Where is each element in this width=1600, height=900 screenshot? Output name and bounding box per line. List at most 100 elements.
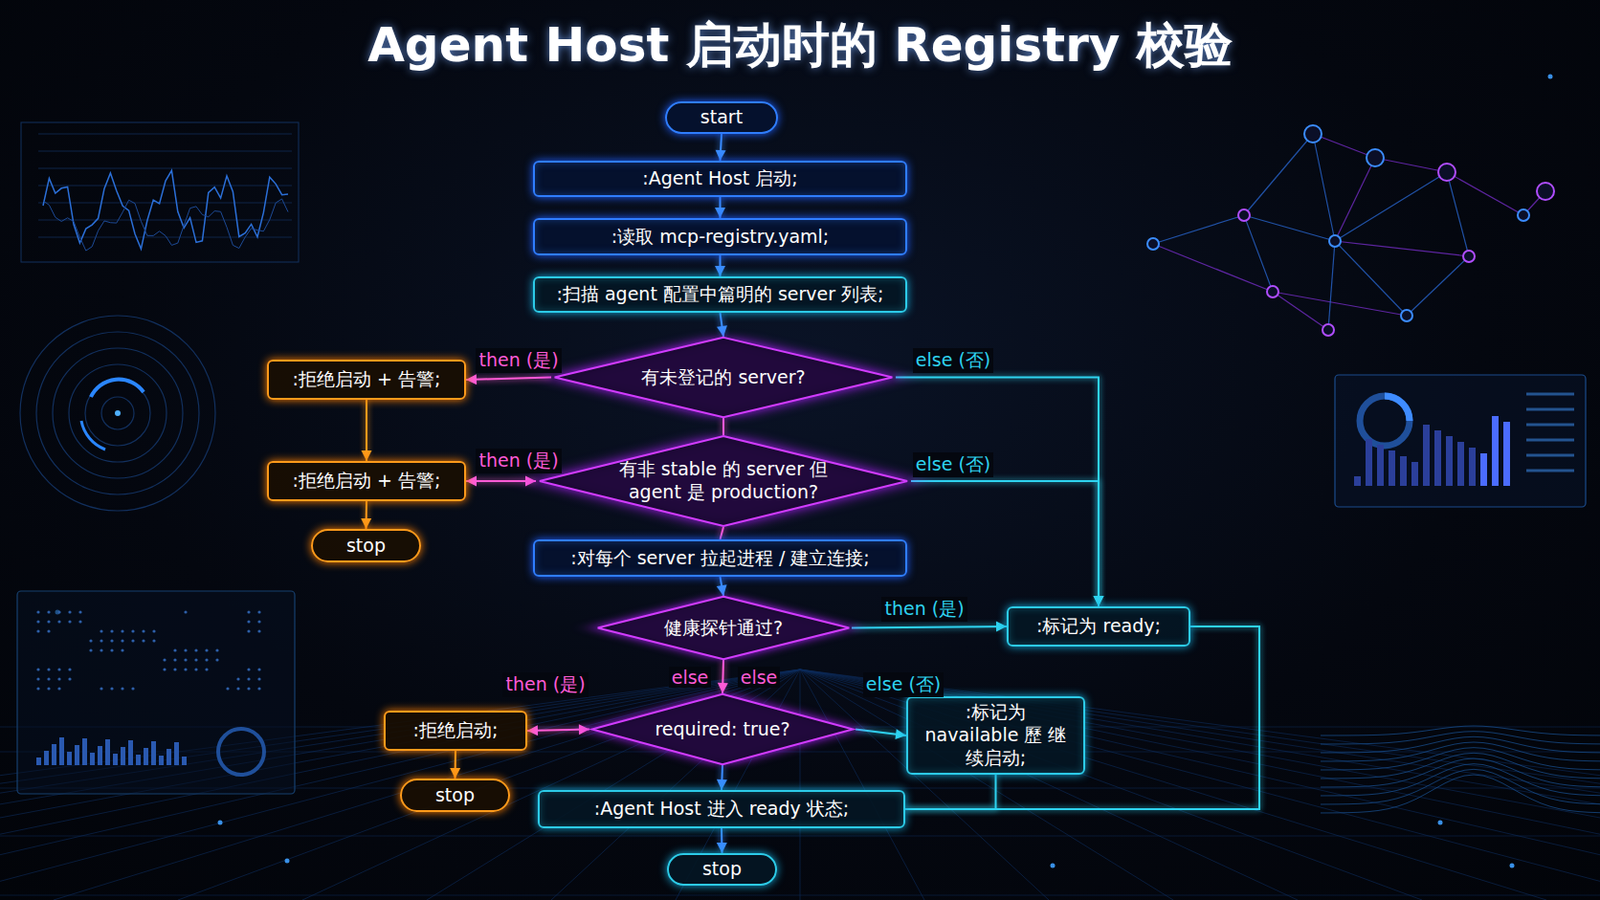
bar xyxy=(1457,442,1465,487)
network-node xyxy=(1147,238,1159,250)
bar xyxy=(181,756,187,766)
floor-grid xyxy=(800,669,1600,900)
bar xyxy=(1400,456,1407,487)
stop-pill: stop xyxy=(400,778,511,813)
arrowhead xyxy=(716,843,728,854)
decision-diamond: 健康探针通过? xyxy=(595,596,852,661)
arrowhead xyxy=(716,325,728,337)
map-dot xyxy=(246,677,250,681)
map-dot xyxy=(162,667,166,671)
arrowhead xyxy=(714,207,726,219)
floor-grid xyxy=(0,836,1600,838)
bar xyxy=(1434,430,1442,487)
node-text: start xyxy=(700,106,743,130)
map-dot xyxy=(194,648,198,652)
map-dot xyxy=(141,629,145,633)
bar xyxy=(1365,439,1373,487)
network-node xyxy=(1536,182,1555,200)
map-dot xyxy=(246,610,250,614)
map-dot xyxy=(78,610,82,614)
map-dot xyxy=(257,667,261,671)
bar xyxy=(97,746,103,766)
wave-mesh xyxy=(1320,753,1600,779)
connector xyxy=(714,197,726,219)
bar xyxy=(1354,476,1361,487)
chart-gridline xyxy=(38,237,292,239)
network-node xyxy=(1304,125,1322,143)
chart-gridline xyxy=(38,220,292,222)
network-node xyxy=(1322,324,1334,336)
map-dot xyxy=(57,677,61,681)
map-panel xyxy=(17,591,295,795)
map-dot xyxy=(257,610,261,614)
arrowhead xyxy=(466,374,477,385)
start-pill: start xyxy=(665,101,778,134)
map-dot xyxy=(194,658,198,662)
node-text: stop xyxy=(702,858,742,882)
network-link xyxy=(1375,157,1447,173)
bar xyxy=(1480,453,1488,487)
wave-mesh xyxy=(1320,775,1600,814)
connector xyxy=(895,377,1105,608)
map-dot xyxy=(204,648,208,652)
map-dot xyxy=(257,629,261,633)
map-dot xyxy=(257,620,261,623)
map-dot xyxy=(99,687,103,690)
status-box: :标记为 ready; xyxy=(1006,606,1191,647)
connector xyxy=(717,660,729,694)
bar xyxy=(1468,447,1476,487)
node-text: :拒绝启动; xyxy=(413,719,499,743)
map-dot xyxy=(110,629,113,633)
connector xyxy=(527,724,590,736)
panel-line xyxy=(1526,469,1575,473)
node-text: 健康探针通过? xyxy=(664,617,783,641)
map-dot xyxy=(215,658,219,662)
floor-grid xyxy=(800,669,1600,900)
bar xyxy=(158,755,164,766)
floor-grid xyxy=(800,669,1600,900)
map-dot xyxy=(173,658,177,662)
map-dot xyxy=(67,677,71,681)
edge-label: else (否) xyxy=(912,348,994,374)
floor-grid xyxy=(800,669,1600,900)
bar xyxy=(1445,436,1453,487)
node-text: 有非 stable 的 server 但 agent 是 production? xyxy=(608,458,839,505)
connector-line xyxy=(905,626,1260,810)
map-dot xyxy=(88,648,92,652)
status-box: :标记为 navailable 歷 继续启动; xyxy=(906,696,1086,775)
bar xyxy=(151,741,156,766)
connector xyxy=(466,374,552,385)
map-dot xyxy=(46,677,50,681)
chart-frame xyxy=(21,122,299,263)
map-dot xyxy=(46,620,50,623)
radar-ring xyxy=(101,397,134,430)
connector xyxy=(723,418,725,436)
map-dot xyxy=(36,620,40,623)
process-box: :对每个 server 拉起进程 / 建立连接; xyxy=(533,539,908,578)
edge-label: then (是) xyxy=(502,672,588,698)
map-dot xyxy=(67,620,71,623)
floor-grid xyxy=(800,669,1600,900)
diamond-shape xyxy=(592,694,853,766)
node-text: :读取 mcp-registry.yaml; xyxy=(611,225,830,249)
panel-line xyxy=(1526,454,1575,458)
network-link xyxy=(1328,241,1335,331)
bar xyxy=(105,739,111,766)
bar xyxy=(59,737,65,766)
map-dot xyxy=(173,667,177,671)
bar xyxy=(166,749,172,766)
decision-diamond: 有未登记的 server? xyxy=(551,336,896,419)
edge-label: else xyxy=(668,666,712,689)
decision-diamond: 有非 stable 的 server 但 agent 是 production? xyxy=(535,435,912,528)
map-dot xyxy=(141,639,145,643)
map-dot xyxy=(183,667,187,671)
map-dot xyxy=(67,667,71,671)
network-node xyxy=(1329,235,1341,247)
connector xyxy=(855,729,907,740)
bar xyxy=(1422,424,1430,487)
connector-line xyxy=(720,527,725,540)
map-dot xyxy=(78,620,82,623)
arrowhead xyxy=(1093,596,1105,607)
node-text: :标记为 ready; xyxy=(1036,615,1161,639)
